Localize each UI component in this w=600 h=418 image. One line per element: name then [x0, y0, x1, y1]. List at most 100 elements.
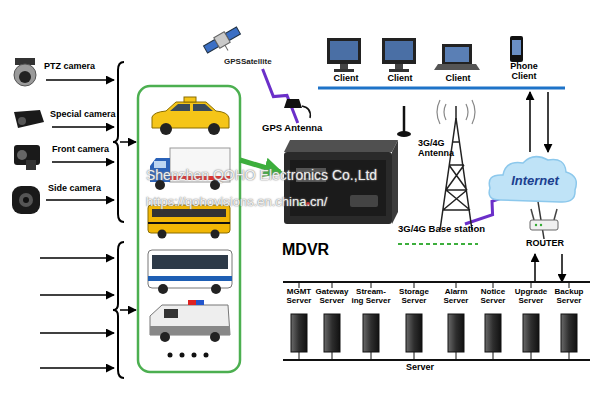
bus-icon — [211, 284, 221, 294]
server-label: Backup Server — [548, 288, 590, 312]
illustration — [12, 25, 590, 378]
side-camera-icon — [19, 193, 33, 207]
node-text: ROUTER — [520, 239, 570, 249]
antenna-label: GPS Antenna — [262, 123, 342, 136]
3g-antenna-icon — [397, 106, 411, 137]
router-icon — [530, 220, 558, 230]
truck-icon — [170, 176, 230, 180]
node-text: Upgrade Server — [510, 288, 552, 306]
server-tower-icon — [291, 314, 577, 352]
ptz-camera-icon — [14, 64, 36, 86]
node-text: Gateway Server — [311, 288, 353, 306]
police-van-icon — [188, 300, 196, 305]
router-icon — [535, 224, 537, 226]
gps-antenna-icon — [302, 106, 310, 118]
mdvr-device — [392, 140, 398, 224]
node-text: Client — [438, 74, 478, 84]
client-monitor-icon — [389, 69, 409, 72]
bracket — [113, 242, 124, 378]
special-camera-icon — [14, 110, 44, 128]
input-arrow — [52, 161, 114, 163]
3g-antenna-icon — [397, 131, 411, 137]
input-arrow — [46, 199, 114, 201]
mdvr-device — [306, 202, 310, 206]
mdvr-device — [290, 160, 386, 216]
gps-antenna-icon — [284, 99, 310, 118]
base-station-tower — [455, 106, 457, 120]
node-text: GPS Antenna — [262, 123, 342, 133]
bus-icon — [148, 250, 232, 294]
bus-arrow — [547, 92, 549, 152]
police-van-icon — [160, 332, 170, 342]
3g-antenna-icon — [403, 106, 406, 132]
truck-icon — [154, 161, 166, 168]
input-arrow — [46, 79, 114, 81]
mdvr-device — [296, 168, 326, 172]
server-tower-icon — [448, 314, 464, 352]
ptz-camera-icon — [14, 58, 36, 86]
camera-label: Front camera — [52, 145, 132, 157]
input-arrow — [120, 309, 136, 311]
phone-client-icon — [510, 36, 523, 62]
router-icon — [554, 209, 557, 220]
more-dots — [168, 353, 209, 358]
more-dots — [168, 353, 173, 358]
phone-client-icon — [512, 40, 521, 55]
server-bus-line — [299, 352, 569, 360]
server-label: MGMT Server — [278, 288, 320, 312]
input-arrow — [120, 141, 136, 143]
bus-icon — [148, 276, 232, 281]
mdvr-device — [350, 195, 378, 207]
client-laptop-icon — [434, 64, 480, 70]
ptz-camera-icon — [19, 71, 31, 83]
school-bus-icon — [148, 205, 230, 233]
bracket — [113, 62, 124, 222]
server-tower-icon — [363, 314, 379, 352]
router-label: ROUTER — [520, 239, 570, 251]
camera-label: PTZ camera — [44, 62, 124, 74]
school-bus-icon — [148, 205, 230, 239]
server-label: Alarm Server — [435, 288, 477, 312]
police-van-icon — [150, 305, 230, 335]
server-tower-icon — [291, 314, 307, 352]
server-tower-icon — [406, 314, 422, 352]
group-label: Server — [398, 363, 442, 375]
gps-satellite-icon — [203, 25, 245, 60]
node-text: Notice Server — [472, 288, 514, 306]
taxi-icon — [208, 123, 220, 135]
vehicle-group-box — [138, 86, 240, 372]
bus-icon — [152, 255, 228, 269]
client-monitor-icon — [327, 38, 361, 64]
client-label: Phone Client — [502, 62, 546, 84]
input-arrow — [40, 80, 136, 368]
front-camera-icon — [26, 160, 36, 170]
taxi-icon — [160, 123, 172, 135]
internet-label: Internet — [500, 174, 570, 192]
node-text: Special camera — [50, 110, 140, 120]
signal-bolt — [263, 69, 298, 123]
phone-client-icon — [510, 36, 523, 62]
server-label: Storage Server — [393, 288, 435, 312]
bus-icon — [158, 284, 168, 294]
special-camera-icon — [18, 117, 26, 125]
school-bus-icon — [152, 209, 226, 217]
server-label: Stream- ing Server — [350, 288, 392, 312]
taxi-icon — [152, 97, 229, 135]
node-text: MGMT Server — [278, 288, 320, 306]
bus-arrow — [530, 92, 548, 152]
input-arrow — [40, 332, 114, 334]
more-dots — [192, 353, 197, 358]
police-van-icon — [150, 300, 230, 342]
server-label: Gateway Server — [311, 288, 353, 312]
input-arrow — [52, 126, 114, 128]
mdvr-device — [284, 152, 392, 224]
client-monitor-icon — [330, 41, 358, 60]
mdvr-device — [298, 202, 302, 206]
satellite-label: GPSSatellite — [224, 58, 294, 69]
router-arrow — [535, 254, 562, 282]
camera-label: Special camera — [50, 110, 140, 122]
school-bus-icon — [148, 222, 230, 224]
truck-icon — [155, 180, 165, 190]
router-icon — [531, 209, 534, 220]
